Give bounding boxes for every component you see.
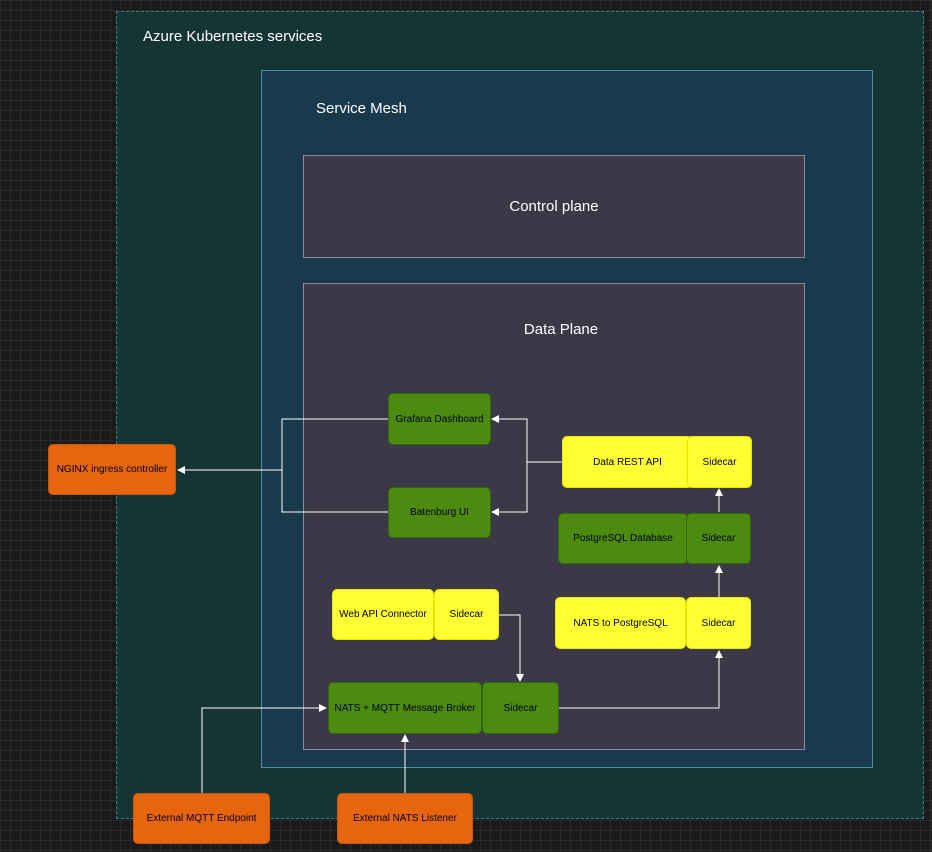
edge-api-to-batenburg [491, 462, 528, 516]
control-plane-title: Control plane [509, 198, 599, 215]
service-mesh-title: Service Mesh [316, 100, 407, 117]
web-api-connector-node[interactable]: Web API Connector [332, 589, 434, 640]
message-broker-node[interactable]: NATS + MQTT Message Broker [328, 682, 482, 734]
edge-webapi-sidecar-to-broker-sidecar [498, 614, 524, 682]
data-plane-title: Data Plane [523, 321, 599, 338]
web-api-sidecar[interactable]: Sidecar [434, 589, 499, 640]
external-nats-listener-node[interactable]: External NATS Listener [337, 793, 473, 844]
edge-mqtt-to-broker [201, 704, 327, 793]
batenburg-ui-node[interactable]: Batenburg UI [388, 487, 491, 538]
nats-to-postgresql-node[interactable]: NATS to PostgreSQL [555, 597, 686, 649]
edge-batenburg-to-nginx [281, 470, 388, 513]
edge-api-to-grafana [491, 415, 562, 463]
postgresql-database-node[interactable]: PostgreSQL Database [558, 513, 688, 564]
grafana-dashboard-node[interactable]: Grafana Dashboard [388, 393, 491, 445]
edge-grafana-to-nginx [177, 418, 388, 474]
nginx-ingress-node[interactable]: NGINX ingress controller [48, 444, 176, 495]
postgresql-sidecar[interactable]: Sidecar [686, 513, 751, 564]
control-plane-box [303, 155, 805, 258]
edge-broker-sidecar-to-nats-sidecar [558, 650, 723, 709]
data-rest-api-sidecar[interactable]: Sidecar [687, 436, 752, 488]
external-mqtt-endpoint-node[interactable]: External MQTT Endpoint [133, 793, 270, 844]
data-rest-api-node[interactable]: Data REST API [562, 436, 693, 488]
nats-to-postgresql-sidecar[interactable]: Sidecar [686, 597, 751, 649]
message-broker-sidecar[interactable]: Sidecar [482, 682, 559, 734]
aks-title: Azure Kubernetes services [143, 28, 323, 45]
